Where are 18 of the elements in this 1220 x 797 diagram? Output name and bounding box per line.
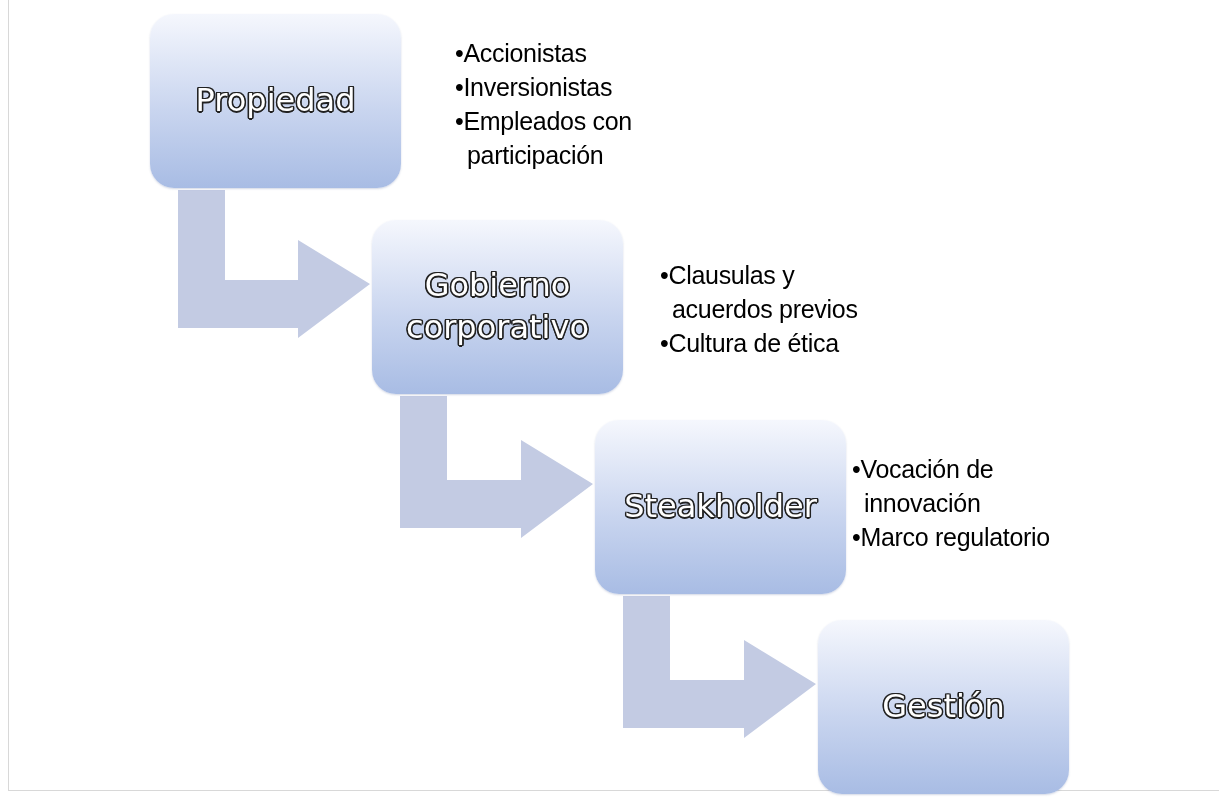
bullet-item: •Marco regulatorio xyxy=(852,522,1051,553)
bullet-item: •Vocación de innovación xyxy=(852,454,995,519)
process-box xyxy=(818,620,1069,794)
bullet-item: •Cultura de ética xyxy=(660,328,840,359)
process-box xyxy=(595,420,846,594)
box-title: Propiedad xyxy=(195,80,356,122)
bent-arrow xyxy=(623,596,816,738)
bullet-item: •Accionistas xyxy=(455,38,588,69)
process-box xyxy=(372,220,623,394)
bullet-item: •Clausulas y acuerdos previos xyxy=(660,260,859,325)
bullet-item: •Inversionistas xyxy=(455,72,614,103)
box-title: Steakholder xyxy=(624,486,817,528)
bent-arrow xyxy=(178,190,370,338)
box-title: Gobierno corporativo xyxy=(405,265,590,348)
bent-arrow xyxy=(400,396,593,538)
box-title: Gestión xyxy=(882,686,1005,728)
process-box xyxy=(150,14,401,188)
bullet-item: •Empleados con participación xyxy=(455,106,633,171)
